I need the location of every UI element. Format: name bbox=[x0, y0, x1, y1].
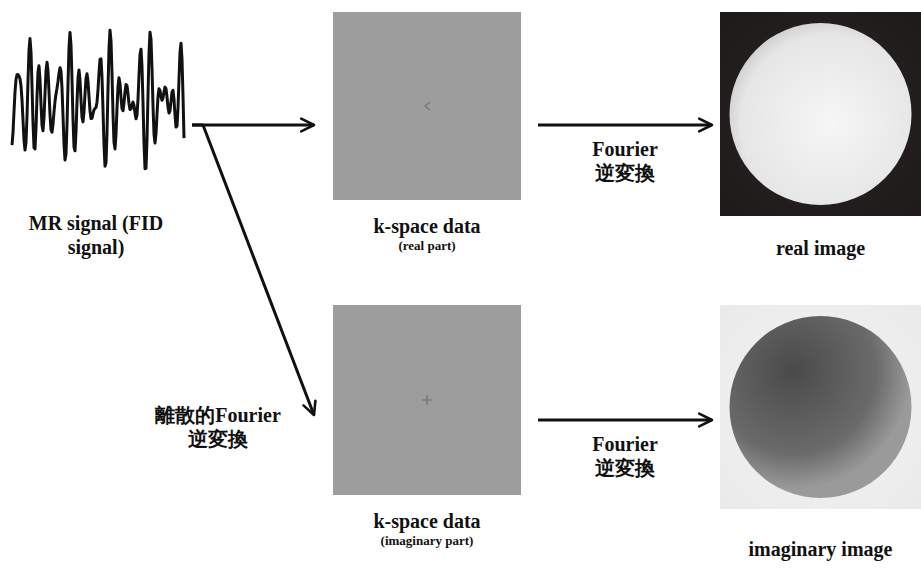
k-space-image bbox=[333, 12, 521, 200]
arrow-connector bbox=[192, 125, 314, 415]
arrow-connector bbox=[192, 124, 314, 127]
image-subcaption: (imaginary part) bbox=[327, 533, 527, 549]
k-space-centre bbox=[422, 395, 432, 405]
k-space-centre bbox=[425, 102, 430, 110]
signal-label: MR signal (FID signal) bbox=[21, 211, 171, 259]
image-caption: k-space data bbox=[327, 214, 527, 238]
k-space-ground bbox=[333, 12, 521, 200]
imaginary-image bbox=[720, 305, 921, 509]
phantom-sphere bbox=[730, 23, 912, 205]
image-panel: MR signal (FID signal) bbox=[0, 0, 192, 259]
image-subcaption: (real part) bbox=[327, 238, 527, 254]
image-panel: k-space data(real part) bbox=[322, 12, 532, 254]
arrow-connector bbox=[538, 124, 712, 127]
image-panel: real image bbox=[720, 12, 921, 260]
k-space-image bbox=[333, 305, 521, 495]
image-panel: k-space data(imaginary part) bbox=[322, 305, 532, 549]
phantom-sphere bbox=[730, 316, 912, 498]
image-caption: real image bbox=[723, 236, 918, 260]
image-ground bbox=[720, 305, 921, 509]
transform-label: Fourier 逆変換 bbox=[580, 432, 670, 480]
k-space-ground bbox=[333, 305, 521, 495]
image-caption: imaginary image bbox=[723, 537, 918, 561]
transform-label: 離散的Fourier 逆変換 bbox=[146, 403, 290, 451]
image-caption: k-space data bbox=[327, 509, 527, 533]
waveform-line bbox=[12, 30, 184, 169]
transform-label: Fourier 逆変換 bbox=[580, 137, 670, 185]
image-ground bbox=[720, 12, 921, 216]
image-panel: imaginary image bbox=[720, 305, 921, 561]
fid-waveform bbox=[6, 0, 186, 205]
real-image bbox=[720, 12, 921, 216]
arrow-connector bbox=[538, 419, 712, 422]
